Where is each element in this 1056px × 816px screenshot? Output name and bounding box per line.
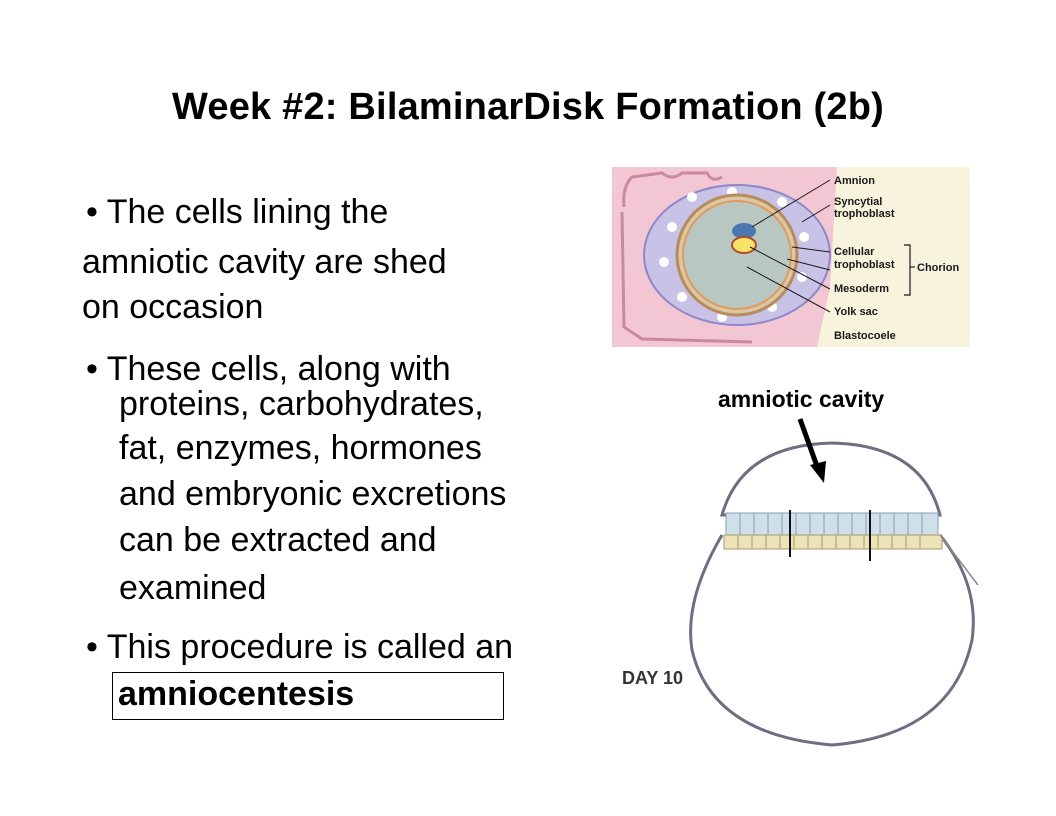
yolk-sac (731, 236, 757, 254)
label-chorion: Chorion (917, 262, 959, 274)
bullet2-line5: can be extracted and (119, 521, 437, 559)
chorion-bracket (904, 244, 911, 296)
label-amniotic-cavity: amniotic cavity (718, 386, 885, 412)
uterine-gland (622, 171, 723, 208)
label-cellular: Cellular (834, 246, 875, 258)
label-blastocoele: Blastocoele (834, 330, 896, 342)
bullet3-line: • This procedure is called an (86, 628, 514, 666)
bullet2-line6: examined (119, 569, 267, 607)
epiblast-layer (725, 512, 939, 536)
amnion-sac (732, 223, 756, 239)
bilaminar-disc-diagram (689, 418, 979, 747)
arrow-shaft (797, 418, 821, 470)
label-yolk-sac: Yolk sac (834, 306, 878, 318)
connecting-stalk (939, 534, 979, 586)
epiblast-cells (739, 513, 923, 535)
label-day-10: DAY 10 (622, 668, 684, 688)
arrow-head-icon (810, 461, 826, 483)
blastocoele-cavity (682, 200, 792, 310)
label-syncytial-trophoblast: trophoblast (834, 208, 895, 220)
answer-box (112, 672, 504, 720)
bullet1-line1: • The cells lining the (86, 193, 389, 231)
bullet2-line4: and embryonic excretions (119, 475, 507, 513)
label-syncytial: Syncytial (834, 196, 882, 208)
amniotic-cavity (720, 441, 942, 517)
label-amnion: Amnion (834, 175, 875, 187)
leader-lines (746, 179, 831, 313)
epithelium-line (620, 211, 753, 344)
answer-amniocentesis: amniocentesis (118, 675, 355, 713)
exocoelomic-cavity (689, 534, 975, 747)
label-cellular-trophoblast: trophoblast (834, 259, 895, 271)
hypoblast-cells (737, 535, 921, 549)
bullet2-line3: fat, enzymes, hormones (119, 429, 482, 467)
lacunae (659, 187, 809, 322)
bullet1-line2: amniotic cavity are shed (82, 243, 447, 281)
hypoblast-layer (723, 534, 943, 550)
implantation-diagram: Amnion Syncytial trophoblast Cellular tr… (612, 167, 970, 347)
slide-title: Week #2: BilaminarDisk Formation (2b) (172, 86, 884, 128)
label-mesoderm: Mesoderm (834, 283, 889, 295)
bullet2-line1: • These cells, along with (86, 350, 451, 388)
bullet2-line2: proteins, carbohydrates, (119, 385, 484, 423)
bullet1-line3: on occasion (82, 288, 264, 326)
